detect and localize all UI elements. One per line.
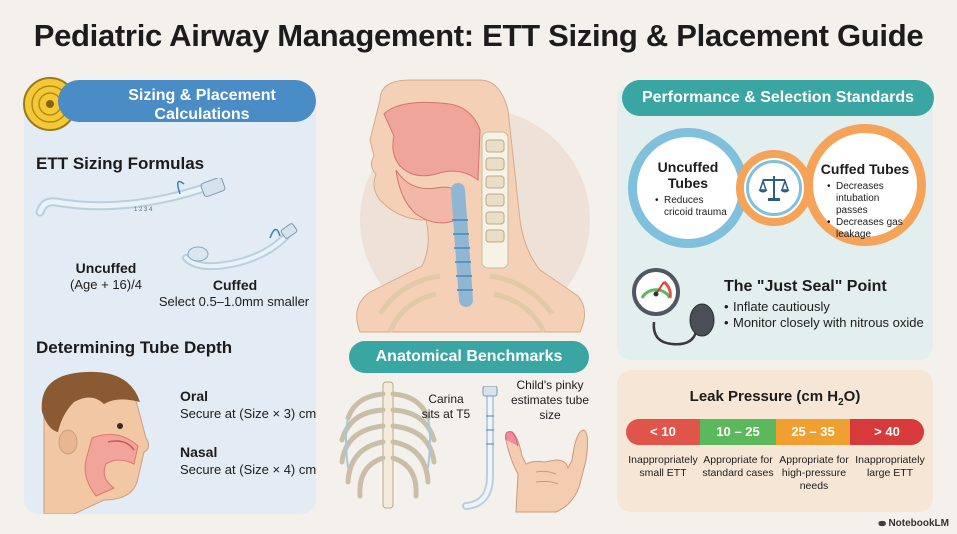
oral-depth-text: Secure at (Size × 3) cm xyxy=(180,406,317,421)
pinky-benchmark-text: Child's pinky estimates tube size xyxy=(510,378,590,422)
performance-header: Performance & Selection Standards xyxy=(622,80,934,116)
ribcage-illustration xyxy=(339,381,437,509)
brand-label: ⛂ NotebookLM xyxy=(878,518,949,529)
uncuffed-tubes-card: Uncuffed Tubes Reduces cricoid trauma xyxy=(628,128,748,248)
leak-caption: Appropriate for high-pressure needs xyxy=(779,454,849,492)
benchmarks-header: Anatomical Benchmarks xyxy=(349,341,589,373)
cuffed-tubes-title: Cuffed Tubes xyxy=(820,161,910,177)
leak-segment: > 40 xyxy=(850,419,924,445)
cuffed-point-1: Decreases intubation passes xyxy=(827,181,911,217)
leak-caption: Inappropriately small ETT xyxy=(628,454,698,479)
et-tube-illustration xyxy=(462,386,498,510)
uncuffed-formula: (Age + 16)/4 xyxy=(70,277,142,292)
carina-benchmark-text: Carina sits at T5 xyxy=(421,392,471,421)
depth-heading: Determining Tube Depth xyxy=(36,338,233,357)
cuffed-point-2: Decreases gas leakage xyxy=(827,217,911,241)
uncuffed-tubes-title: Uncuffed Tubes xyxy=(657,159,719,191)
brand-text: NotebookLM xyxy=(888,518,949,529)
svg-text:1 2 3 4: 1 2 3 4 xyxy=(134,207,153,213)
balance-scale-badge xyxy=(746,160,802,216)
child-hand-illustration xyxy=(505,429,589,513)
child-head-illustration xyxy=(41,371,150,514)
leak-title-prefix: Leak Pressure (cm H xyxy=(689,388,839,405)
brand-icon: ⛂ xyxy=(878,518,889,528)
just-seal-title: The "Just Seal" Point xyxy=(724,278,887,295)
uncuffed-point-1: Reduces cricoid trauma xyxy=(655,195,733,219)
uncuffed-tube-illustration: 1 2 3 4 xyxy=(35,178,226,217)
nasal-depth-label: Nasal xyxy=(180,444,218,460)
just-seal-point-2: Monitor closely with nitrous oxide xyxy=(724,315,932,331)
oral-depth-label: Oral xyxy=(180,388,209,404)
airway-anatomy-illustration xyxy=(356,79,590,334)
nasal-depth-text: Secure at (Size × 4) cm xyxy=(180,462,317,477)
leak-pressure-scale: < 10 10 – 25 25 – 35 > 40 xyxy=(626,419,924,445)
leak-caption: Appropriate for standard cases xyxy=(702,454,774,479)
leak-segment: < 10 xyxy=(626,419,700,445)
leak-segment: 10 – 25 xyxy=(700,419,776,445)
cuffed-tube-illustration xyxy=(182,223,298,271)
just-seal-point-1: Inflate cautiously xyxy=(724,299,932,315)
leak-pressure-title: Leak Pressure (cm H2O) xyxy=(617,388,933,408)
leak-caption: Inappropriately large ETT xyxy=(855,454,925,479)
sizing-header-text: Sizing & Placement Calculations xyxy=(128,87,276,123)
leak-title-sub: 2 xyxy=(838,397,844,408)
cuffed-tubes-card: Cuffed Tubes Decreases intubation passes… xyxy=(804,124,926,246)
pressure-gauge-icon xyxy=(632,268,715,346)
uncuffed-formula-label: Uncuffed xyxy=(75,260,137,276)
leak-title-suffix: O) xyxy=(843,388,861,405)
formulas-heading: ETT Sizing Formulas xyxy=(36,154,205,173)
cuffed-formula: Select 0.5–1.0mm smaller xyxy=(158,294,310,309)
page-title: Pediatric Airway Management: ETT Sizing … xyxy=(33,18,924,53)
cuffed-formula-label: Cuffed xyxy=(212,277,258,293)
leak-segment: 25 – 35 xyxy=(776,419,850,445)
sizing-header: Sizing & Placement Calculations xyxy=(58,80,316,123)
balance-scale-icon xyxy=(758,176,790,201)
